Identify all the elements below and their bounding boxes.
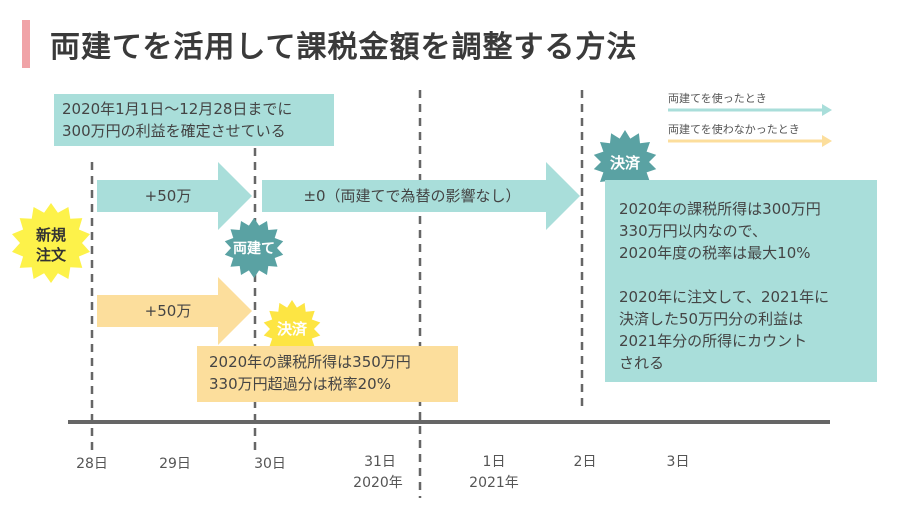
teal-result-box: 2020年の課税所得は300万円 330万円以内なので、 2020年度の税率は最…: [605, 180, 877, 382]
teal-arrow-plus50: [97, 162, 252, 230]
page-title: 両建てを活用して課税金額を調整する方法: [50, 30, 638, 65]
teal-result-line: 2021年分の所得にカウント: [619, 332, 808, 350]
year-2021-label: 2021年: [469, 475, 519, 491]
legend-without-hedge-label: 両建てを使わなかったとき: [668, 122, 800, 136]
top-note-line: 300万円の利益を確定させている: [62, 122, 286, 140]
orange-result-line: 330万円超過分は税率20%: [209, 375, 391, 393]
settle-early-badge-label: 決済: [277, 320, 308, 338]
legend-teal-arrowhead: [822, 104, 832, 116]
day-label: 2日: [574, 454, 597, 470]
legend-with-hedge-label: 両建てを使ったとき: [668, 91, 767, 105]
settle-late-badge-burst: [593, 130, 657, 194]
teal-result-spacer: [619, 264, 877, 286]
teal-hedge-arrow-label: ±0（両建てで為替の影響なし）: [303, 187, 520, 205]
day-label: 3日: [667, 454, 690, 470]
teal-result-line: 2020年度の税率は最大10%: [619, 244, 811, 262]
new-order-badge-burst: [12, 203, 90, 283]
day-label: 29日: [159, 456, 191, 472]
hedge-badge-label: 両建て: [233, 240, 275, 257]
teal-result-line: 2020年に注文して、2021年に: [619, 288, 830, 306]
top-note-line: 2020年1月1日〜12月28日までに: [62, 100, 293, 118]
settle-late-badge-label: 決済: [610, 154, 641, 172]
orange-arrow-plus50: [97, 277, 252, 345]
teal-result-line: 330万円以内なので、: [619, 222, 768, 240]
teal-result-line: 決済した50万円分の利益は: [619, 310, 804, 328]
teal-arrow-hedge: [262, 162, 580, 230]
teal-result-line: される: [619, 354, 665, 372]
day-label: 28日: [76, 456, 108, 472]
new-order-badge-label-line2: 注文: [36, 246, 67, 264]
year-2020-label: 2020年: [353, 475, 403, 491]
top-note: 2020年1月1日〜12月28日までに 300万円の利益を確定させている: [54, 94, 334, 146]
settle-early-badge-burst: [263, 300, 321, 358]
new-order-badge-label-line1: 新規: [36, 226, 66, 244]
orange-result-line: 2020年の課税所得は350万円: [209, 353, 411, 371]
title-accent-bar: [22, 20, 30, 68]
hedge-badge-burst: [224, 218, 284, 278]
day-label: 31日: [364, 454, 396, 470]
teal-result-line: 2020年の課税所得は300万円: [619, 200, 821, 218]
day-label: 1日: [483, 454, 506, 470]
orange-arrow-label: +50万: [145, 302, 192, 320]
legend-orange-arrowhead: [822, 135, 832, 147]
teal-arrow-label: +50万: [145, 187, 192, 205]
orange-result-box: 2020年の課税所得は350万円 330万円超過分は税率20%: [197, 346, 458, 402]
day-label: 30日: [254, 456, 286, 472]
